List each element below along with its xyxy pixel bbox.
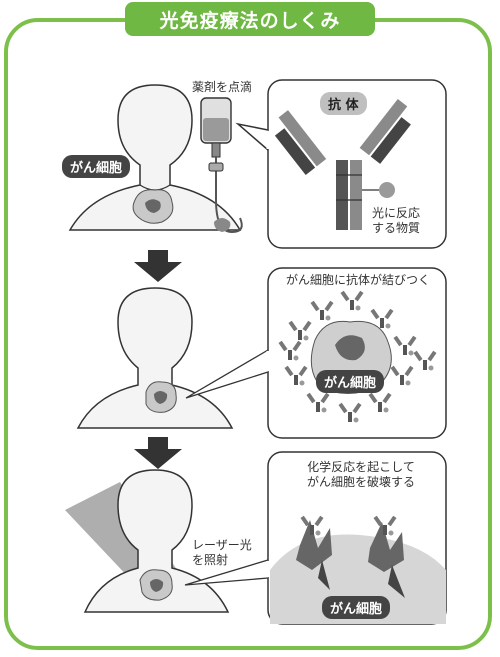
- antibody-title: 抗 体: [320, 92, 367, 115]
- head-figure-3: [83, 469, 230, 613]
- cancer-cell-tag-1: がん細胞: [62, 155, 131, 178]
- tumor-3: [139, 569, 173, 601]
- cancer-cell-tag-3: がん細胞: [322, 596, 391, 619]
- tumor-2: [145, 381, 177, 413]
- iv-drip-bag: [200, 97, 243, 234]
- diagram-title: 光免疫療法のしくみ: [125, 2, 375, 36]
- tumor-1: [132, 189, 174, 224]
- cancer-cell-destroyed: [270, 515, 446, 624]
- drip-label: 薬剤を点滴: [192, 80, 253, 94]
- binding-caption: がん細胞に抗体が結びつく: [286, 273, 431, 287]
- destruction-caption-line1: 化学反応を起こして: [307, 460, 415, 474]
- destruction-caption-line2: がん細胞を破壊する: [306, 475, 415, 489]
- laser-line1: レーザー光: [192, 538, 252, 552]
- antibody-large: [274, 99, 411, 230]
- light-reactive-line1: 光に反応: [372, 206, 421, 220]
- down-arrow-1: [134, 250, 182, 282]
- laser-line2: を照射: [192, 553, 229, 567]
- down-arrow-2: [134, 437, 182, 469]
- light-reactive-line2: する物質: [372, 221, 421, 235]
- cancer-cell-tag-2: がん細胞: [316, 370, 385, 393]
